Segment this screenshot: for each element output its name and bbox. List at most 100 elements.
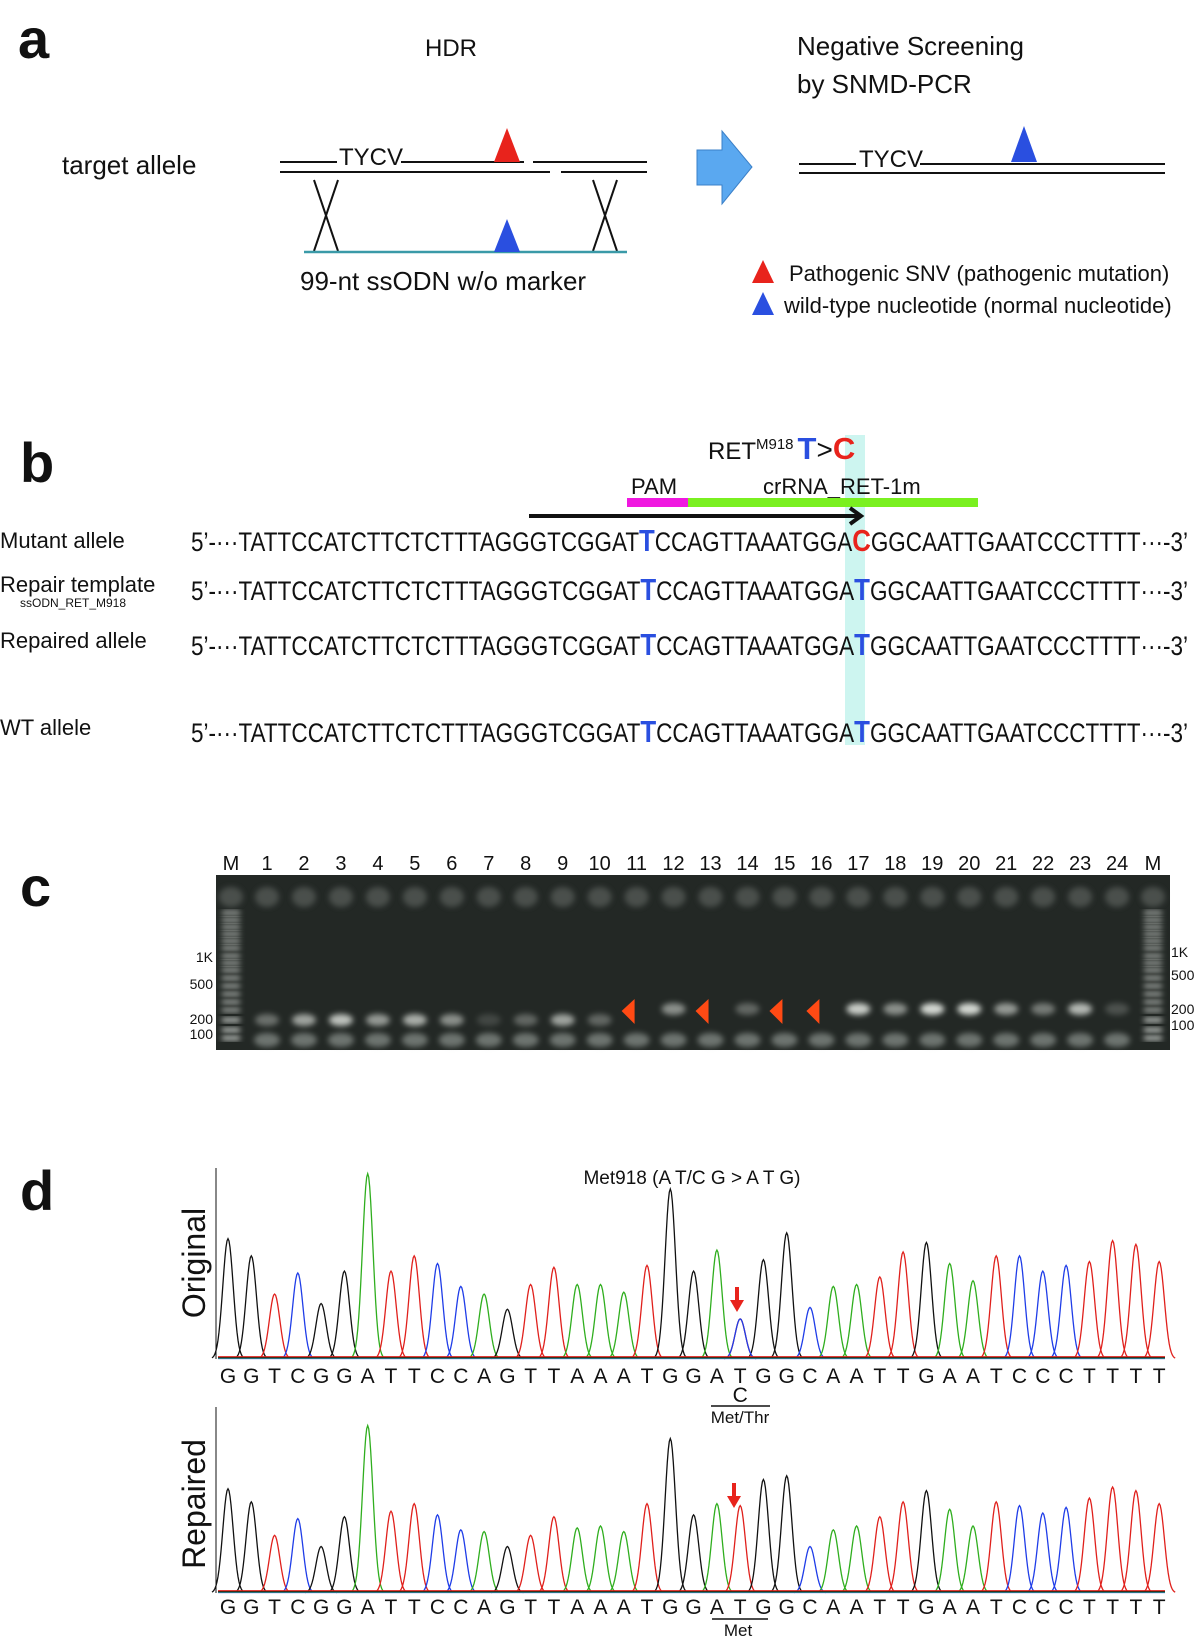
lane-label: 13 [699,853,721,875]
base-call: C [1058,1365,1073,1388]
seq-mark-site: T [854,627,870,662]
chromatogram-peak [1142,1502,1176,1593]
chromatogram-peak [607,1291,641,1360]
primer-dimer-band [808,1033,835,1047]
primer-dimer-band [771,1033,798,1047]
chromatogram-peak [677,1269,710,1359]
ladder-band [1144,1000,1162,1004]
lane-arrow-icon [806,999,820,1024]
chromatogram-peak [747,1258,780,1359]
base-call: A [593,1365,607,1388]
seq-mark-wt: T [640,627,656,662]
seq-middle: CCAGTTAAATGGA [656,631,854,661]
chromatogram-peak [304,1302,338,1360]
base-call: T [524,1596,537,1619]
product-band [328,1014,353,1026]
ladder-band [1144,1018,1162,1022]
ladder-band [222,976,240,980]
base-call: T [734,1596,747,1619]
panel-d: d Met918 (A T/C G > A T G) Original Repa… [20,1159,1176,1640]
lane-label: 9 [557,853,568,875]
size-label: 500 [1171,967,1195,983]
base-call: G [685,1596,701,1619]
chromatogram-peak [956,1524,990,1594]
chromatogram-peak [909,1240,943,1359]
chromatogram-peak [1049,1506,1083,1593]
base-call: G [336,1596,352,1619]
gel-well [735,887,760,907]
panel-label-b: b [20,431,54,494]
base-call: T [1083,1596,1096,1619]
lane-label: 17 [847,853,869,875]
base-call: A [943,1596,957,1619]
chromatogram-peak [397,1502,431,1593]
mutation-from: T [798,431,817,466]
chromatogram-peak [1073,1496,1106,1593]
lane-label: 6 [446,853,457,875]
base-call: T [385,1365,398,1388]
chromatogram-peak [979,1500,1013,1593]
base-call: A [850,1596,864,1619]
primer-dimer-band [290,1033,317,1047]
product-band [735,1003,760,1015]
row-label: Repair template [0,572,155,597]
seq-mark-wt: T [640,714,656,749]
primer-dimer-band [586,1033,613,1047]
gel-well [439,887,464,907]
chromatogram-peak [374,1269,408,1359]
chromatogram-peak [537,1266,571,1359]
pam-bar [627,498,688,507]
ladder-band [1144,1008,1162,1012]
chromatogram-peak [746,1477,780,1593]
chromatogram-peak [211,1237,245,1359]
chromatogram-peak [793,1545,827,1594]
sequence: 5’-···TATTCCATCTTCTCTTTAGGGTCGGATTCCAGTT… [191,523,1188,558]
base-call: G [755,1596,771,1619]
primer-dimer-band [956,1033,983,1047]
primer-dimer-band [549,1033,576,1047]
mutation-to: C [833,431,855,466]
seq-middle: CCAGTTAAATGGA [656,718,854,748]
chromatogram-peak [258,1293,291,1360]
lane-label: 23 [1069,853,1091,875]
product-band [476,1014,501,1026]
base-call: T [548,1365,561,1388]
gel-well [1031,887,1056,907]
primer-dimer-band [512,1033,539,1047]
chromatogram-peak [258,1534,291,1594]
base-call: T [1130,1596,1143,1619]
base-call: T [641,1365,654,1388]
original-annotation: Met/Thr [711,1287,770,1427]
base-call: C [1035,1596,1050,1619]
product-band [1068,1003,1093,1015]
primer-dimer-band [882,1033,909,1047]
ladder-band [222,932,240,936]
process-arrow-icon [696,129,753,206]
lane-label: M [1145,853,1162,875]
base-call: A [826,1596,840,1619]
chromatogram-title: Met918 (A T/C G > A T G) [583,1168,800,1189]
mutation-superscript: M918 [756,436,794,453]
chromatogram-peak [234,1254,268,1359]
ladder-band [1144,932,1162,936]
repaired-annotation: Met [712,1483,768,1640]
base-call: G [499,1596,515,1619]
base-call: G [313,1365,329,1388]
base-call: A [850,1365,864,1388]
seq-suffix: GGCAATTGAATCCCTTTT···-3’ [870,718,1188,748]
chromatogram-peak [653,1436,687,1593]
ladder-band [222,992,240,996]
chromatogram-peak [351,1423,385,1592]
target-allele-dna [280,161,647,173]
seq-mark-site: C [852,523,871,558]
ladder-band [222,918,240,922]
chromatogram-peak [1003,1504,1036,1593]
panel-label-a: a [18,7,50,70]
product-band [661,1003,686,1015]
chromatogram-peak [1026,1511,1060,1593]
chromatogram-peak [653,1186,687,1358]
chromatogram-peak [514,1283,547,1359]
target-allele-label: target allele [62,150,196,180]
base-call: C [1058,1596,1073,1619]
